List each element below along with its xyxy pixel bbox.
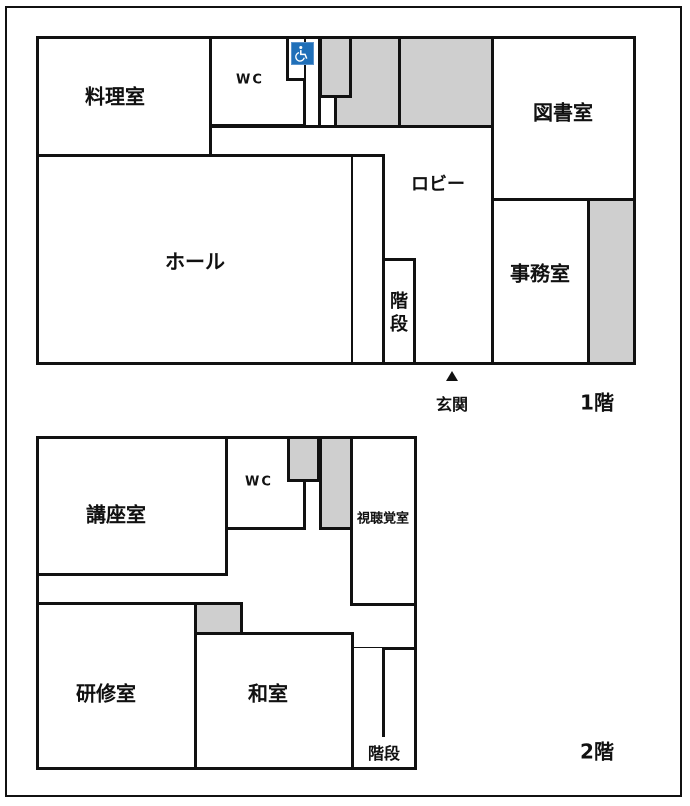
floor-1-label: 1階 [580,390,614,415]
wall [382,647,417,650]
stage-divider [351,156,353,363]
room-training-label: 研修室 [76,681,136,706]
room-wc-1f-label: WC [236,72,264,88]
wall [303,78,306,128]
stairs-divider [382,647,385,737]
room-av[interactable] [350,436,417,606]
stairs-1f-label-1: 階 [390,291,408,312]
utility-space [319,436,353,530]
wall [209,125,494,128]
wall [36,362,636,365]
wheelchair-icon [291,42,314,65]
room-wc-2f-label: WC [245,474,273,490]
room-lobby-label: ロビー [411,174,465,195]
entrance-arrow-icon [446,371,458,381]
room-av-label: 視聴覚室 [356,511,410,527]
stairs-1f-label-2: 段 [390,314,408,335]
map-frame [5,6,682,797]
stairs-2f-label: 階段 [367,744,401,763]
wall [286,38,289,81]
room-kitchen-label: 料理室 [85,84,145,109]
room-office-label: 事務室 [510,261,570,286]
room-hall-label: ホール [165,249,225,274]
floor-2-label: 2階 [580,739,614,764]
room-lecture-label: 講座室 [86,502,146,527]
utility-space [587,198,636,365]
room-training[interactable] [36,602,197,770]
room-lecture[interactable] [36,436,228,576]
room-japanese-label: 和室 [248,681,288,706]
wall [286,78,306,81]
utility-space [319,36,352,98]
utility-space [398,36,494,128]
room-library[interactable] [491,36,636,201]
utility-space [194,602,243,635]
utility-space [287,436,320,482]
entrance-label: 玄関 [435,395,469,414]
room-library-label: 図書室 [533,100,593,125]
